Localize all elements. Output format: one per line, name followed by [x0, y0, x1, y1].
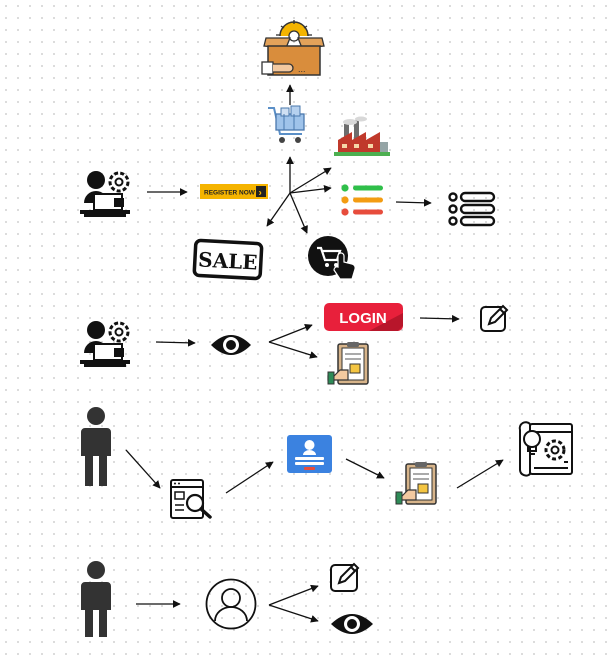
register-banner[interactable]: REGISTER NOW › — [200, 184, 268, 199]
sale-label: SALE — [198, 247, 258, 274]
edit-icon[interactable] — [480, 304, 509, 332]
clipboard-icon-2 — [395, 462, 437, 505]
list-icon — [341, 184, 383, 216]
arrow-profile-to-edit — [268, 584, 319, 606]
arrow-hub-to-factory — [289, 167, 332, 194]
eye-icon-2 — [331, 614, 373, 634]
shopping-cart-icon — [268, 105, 305, 143]
arrow-login-to-edit — [419, 314, 460, 323]
eye-icon — [211, 335, 251, 355]
list-outline-icon — [448, 191, 496, 227]
search-window-icon — [170, 479, 212, 519]
arrow-hub-to-list — [289, 184, 332, 194]
arrow-profile-to-eye — [268, 604, 319, 623]
product-box-icon: ... — [261, 20, 325, 76]
clipboard-icon — [327, 342, 369, 385]
connectors — [125, 84, 504, 623]
arrow-eye-to-login — [268, 323, 313, 343]
cart-click-icon[interactable] — [308, 236, 356, 280]
arrow-hub-to-sale — [266, 192, 291, 227]
svg-text:...: ... — [298, 64, 306, 74]
arrow-logincard-to-clipboard — [345, 458, 385, 479]
arrow-list-to-outline — [395, 198, 432, 207]
register-label: REGISTER NOW — [204, 190, 256, 197]
edit-icon-2[interactable] — [330, 562, 360, 592]
person-icon — [81, 407, 111, 486]
login-button[interactable]: LOGIN — [324, 303, 403, 331]
arrow-hub-to-cartclick — [289, 192, 308, 234]
person-icon-2 — [81, 561, 111, 637]
factory-icon — [334, 116, 390, 156]
register-arrow: › — [259, 188, 262, 199]
developer-icon-2 — [80, 321, 130, 367]
arrow-eye-to-clipboard — [268, 341, 318, 359]
developer-icon — [80, 171, 130, 217]
login-label: LOGIN — [339, 310, 387, 327]
arrow-dev2-to-eye — [155, 338, 196, 347]
arrow-search-to-logincard — [225, 461, 274, 494]
login-card-icon — [287, 435, 332, 473]
user-profile-icon[interactable] — [205, 578, 257, 630]
sale-icon: SALE — [192, 238, 264, 281]
blueprint-icon — [518, 421, 573, 477]
arrow-clipboard-to-blueprint — [456, 459, 504, 489]
login-card-button — [304, 467, 315, 470]
arrow-person1-to-search — [125, 449, 161, 489]
